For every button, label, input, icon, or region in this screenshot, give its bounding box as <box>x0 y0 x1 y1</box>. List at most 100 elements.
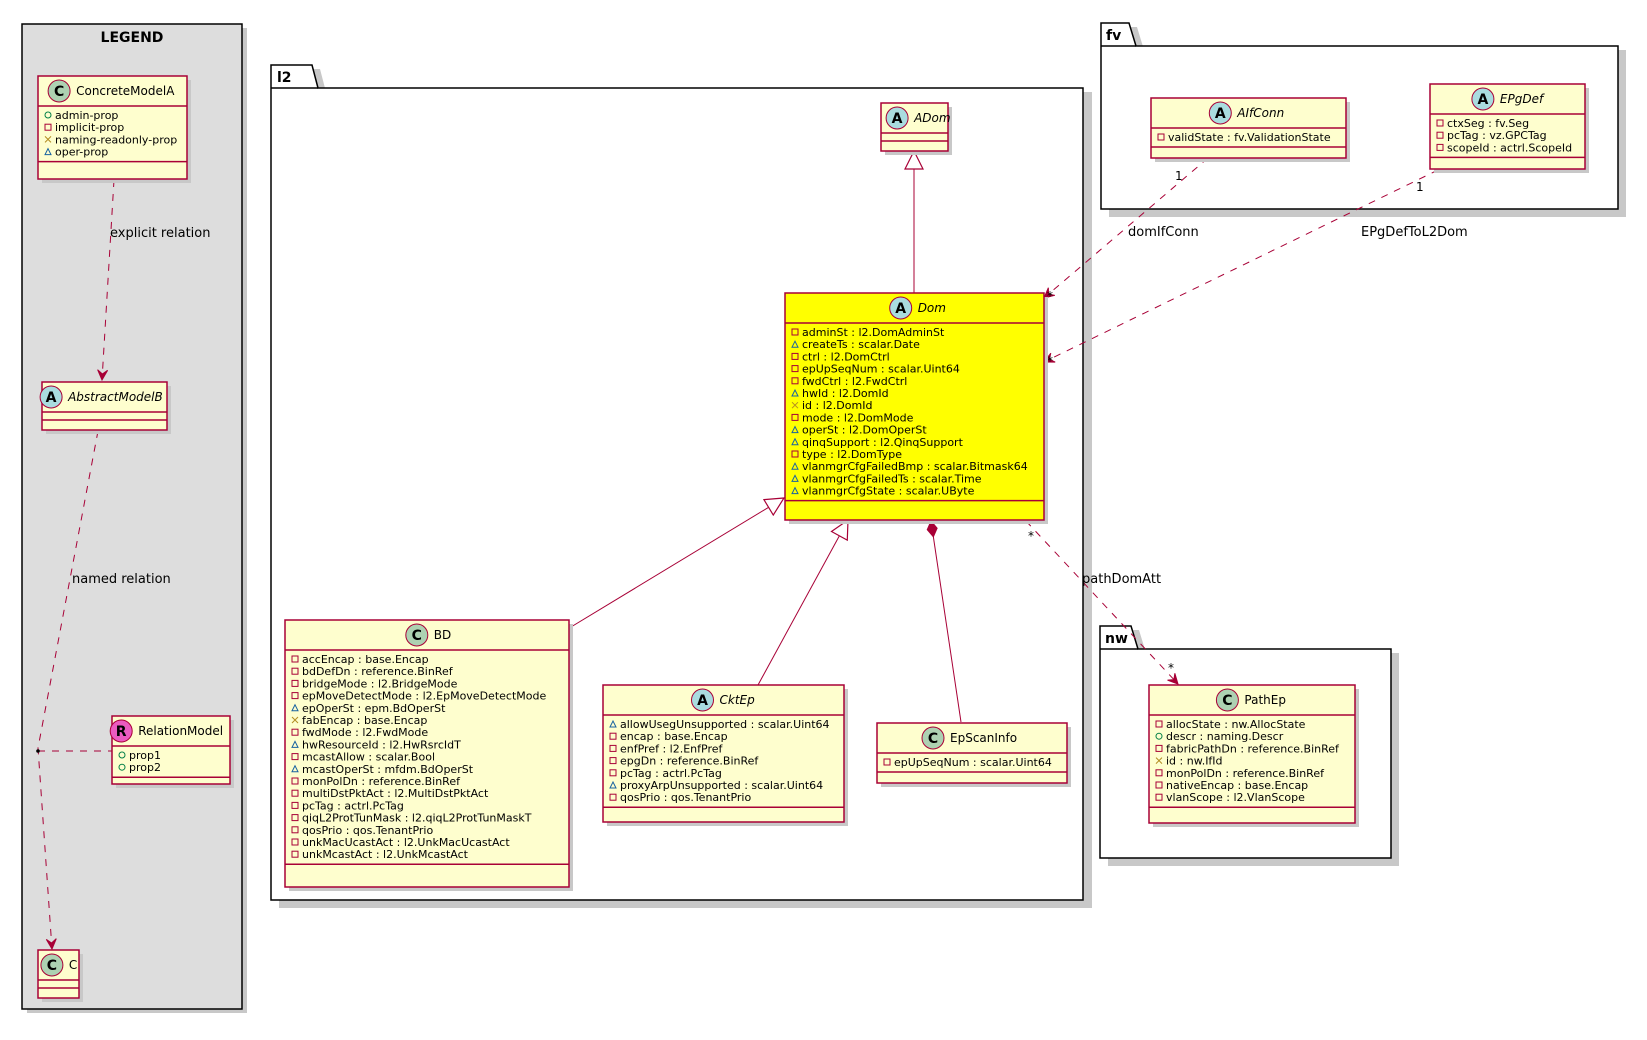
bd-attribute: pcTag : actrl.PcTag <box>302 799 404 812</box>
bd-attribute: unkMacUcastAct : l2.UnkMacUcastAct <box>302 836 510 849</box>
cktep-attribute: enfPref : l2.EnfPref <box>620 742 724 755</box>
c-class-name: C <box>69 958 77 972</box>
epgdef-stereotype-icon <box>1471 87 1495 111</box>
concrete-attribute: implicit-prop <box>55 121 124 134</box>
adom-class-name: ADom <box>913 111 950 125</box>
dom-stereotype-icon <box>889 296 913 320</box>
epscan-class-name: EpScanInfo <box>950 731 1017 745</box>
cktep-attribute: pcTag : actrl.PcTag <box>620 767 722 780</box>
legend-title: LEGEND <box>101 30 164 46</box>
pathep-attribute: id : nw.IfId <box>1166 755 1223 768</box>
bd-attribute: accEncap : base.Encap <box>302 653 429 666</box>
pathep-stereotype-icon <box>1215 688 1239 712</box>
bd-stereotype-icon <box>405 623 429 647</box>
concrete-stereotype-icon <box>47 79 71 103</box>
dom-attribute: type : l2.DomType <box>802 448 902 461</box>
epgdef-attribute: scopeId : actrl.ScopeId <box>1447 141 1572 154</box>
pathdomatt-line <box>1025 520 1178 684</box>
relation-attribute: prop2 <box>129 761 161 774</box>
bd-attribute: bridgeMode : l2.BridgeMode <box>302 677 458 690</box>
bd-attribute: fabEncap : base.Encap <box>302 714 427 727</box>
epscan-composed-in-dom <box>926 520 962 723</box>
relation-stereotype-icon <box>109 719 133 743</box>
explicit-relation-label: explicit relation <box>110 226 210 241</box>
cktep-attribute: qosPrio : qos.TenantPrio <box>620 791 751 804</box>
bd-attribute: qiqL2ProtTunMask : l2.qiqL2ProtTunMaskT <box>302 812 532 825</box>
bd-attribute: epMoveDetectMode : l2.EpMoveDetectMode <box>302 690 546 703</box>
aifconn-attribute: validState : fv.ValidationState <box>1168 131 1331 144</box>
domifconn-label: domIfConn <box>1128 225 1199 240</box>
pathep-attribute: allocState : nw.AllocState <box>1166 718 1306 731</box>
relations: explicit relation named relation domIfCo… <box>36 151 1468 949</box>
bd-stereotype-letter: C <box>412 628 422 644</box>
named-relation-line <box>37 430 99 949</box>
epgdeftol2dom-from-mult: 1 <box>1416 180 1424 194</box>
dom-attribute: vlanmgrCfgFailedTs : scalar.Time <box>802 472 982 485</box>
pathep-attribute: descr : naming.Descr <box>1166 730 1284 743</box>
adom-stereotype-icon <box>885 106 909 130</box>
nw-package-label: nw <box>1105 631 1128 647</box>
dom-attribute: id : l2.DomId <box>802 399 872 412</box>
cktep-class-name: CktEp <box>720 693 756 707</box>
dom-attribute: fwdCtrl : l2.FwdCtrl <box>802 375 907 388</box>
concrete-attribute: oper-prop <box>55 146 108 159</box>
pathep-attribute: monPolDn : reference.BinRef <box>1166 767 1325 780</box>
cktep-attribute: encap : base.Encap <box>620 730 728 743</box>
c-stereotype-letter: C <box>47 958 57 974</box>
bd-attribute: monPolDn : reference.BinRef <box>302 775 461 788</box>
bd-attribute: unkMcastAct : l2.UnkMcastAct <box>302 848 469 861</box>
dom-attribute: mode : l2.DomMode <box>802 411 914 424</box>
l2-package-label: l2 <box>277 70 292 86</box>
adom-stereotype-letter: A <box>892 111 903 127</box>
abstract-stereotype-icon <box>39 385 63 409</box>
cktep-extends-dom <box>757 520 848 686</box>
domifconn-from-mult: 1 <box>1175 169 1183 183</box>
dom-attribute: qinqSupport : l2.QinqSupport <box>802 436 964 449</box>
c-stereotype-icon <box>40 953 64 977</box>
cktep-stereotype-letter: A <box>697 693 708 709</box>
concrete-attribute: naming-readonly-prop <box>55 133 177 146</box>
bd-attribute: bdDefDn : reference.BinRef <box>302 665 454 678</box>
dom-stereotype-letter: A <box>895 301 906 317</box>
aifconn-stereotype-icon <box>1208 101 1232 125</box>
bd-attribute: multiDstPktAct : l2.MultiDstPktAct <box>302 787 489 800</box>
aifconn-stereotype-letter: A <box>1215 106 1226 122</box>
cktep-stereotype-icon <box>691 688 714 712</box>
pathdomatt-label: pathDomAtt <box>1082 572 1161 587</box>
bd-attribute: qosPrio : qos.TenantPrio <box>302 824 433 837</box>
legend-package: LEGEND <box>21 23 247 1013</box>
dom-attribute: createTs : scalar.Date <box>802 338 920 351</box>
pathep-attribute: fabricPathDn : reference.BinRef <box>1166 742 1340 755</box>
pathdomatt-from-mult: * <box>1028 529 1034 543</box>
bd-class-name: BD <box>434 628 451 642</box>
dom-attribute: ctrl : l2.DomCtrl <box>802 350 890 363</box>
bd-attribute: mcastOperSt : mfdm.BdOperSt <box>302 763 474 776</box>
epgdeftol2dom-line <box>1044 169 1439 362</box>
cktep-attribute: epgDn : reference.BinRef <box>620 755 759 768</box>
dom-class-name: Dom <box>918 301 946 315</box>
epscan-stereotype-icon <box>921 726 945 750</box>
epgdef-stereotype-letter: A <box>1477 92 1488 108</box>
pathep-stereotype-letter: C <box>1222 693 1232 709</box>
pathep-class-name: PathEp <box>1244 693 1286 707</box>
cktep-attribute: allowUsegUnsupported : scalar.Uint64 <box>620 718 830 731</box>
abstract-class-name: AbstractModelB <box>67 390 163 404</box>
fv-package-label: fv <box>1106 28 1121 44</box>
pathdomatt-to-mult: * <box>1168 661 1174 675</box>
epgdef-class-name: EPgDef <box>1500 92 1545 106</box>
bd-attribute: epOperSt : epm.BdOperSt <box>302 702 446 715</box>
dom-attribute: operSt : l2.DomOperSt <box>802 424 927 437</box>
epgdeftol2dom-label: EPgDefToL2Dom <box>1361 225 1468 240</box>
concrete-stereotype-letter: C <box>54 84 64 100</box>
class-adom: A ADom <box>880 102 952 155</box>
domifconn-to-mult: * <box>1047 289 1053 303</box>
